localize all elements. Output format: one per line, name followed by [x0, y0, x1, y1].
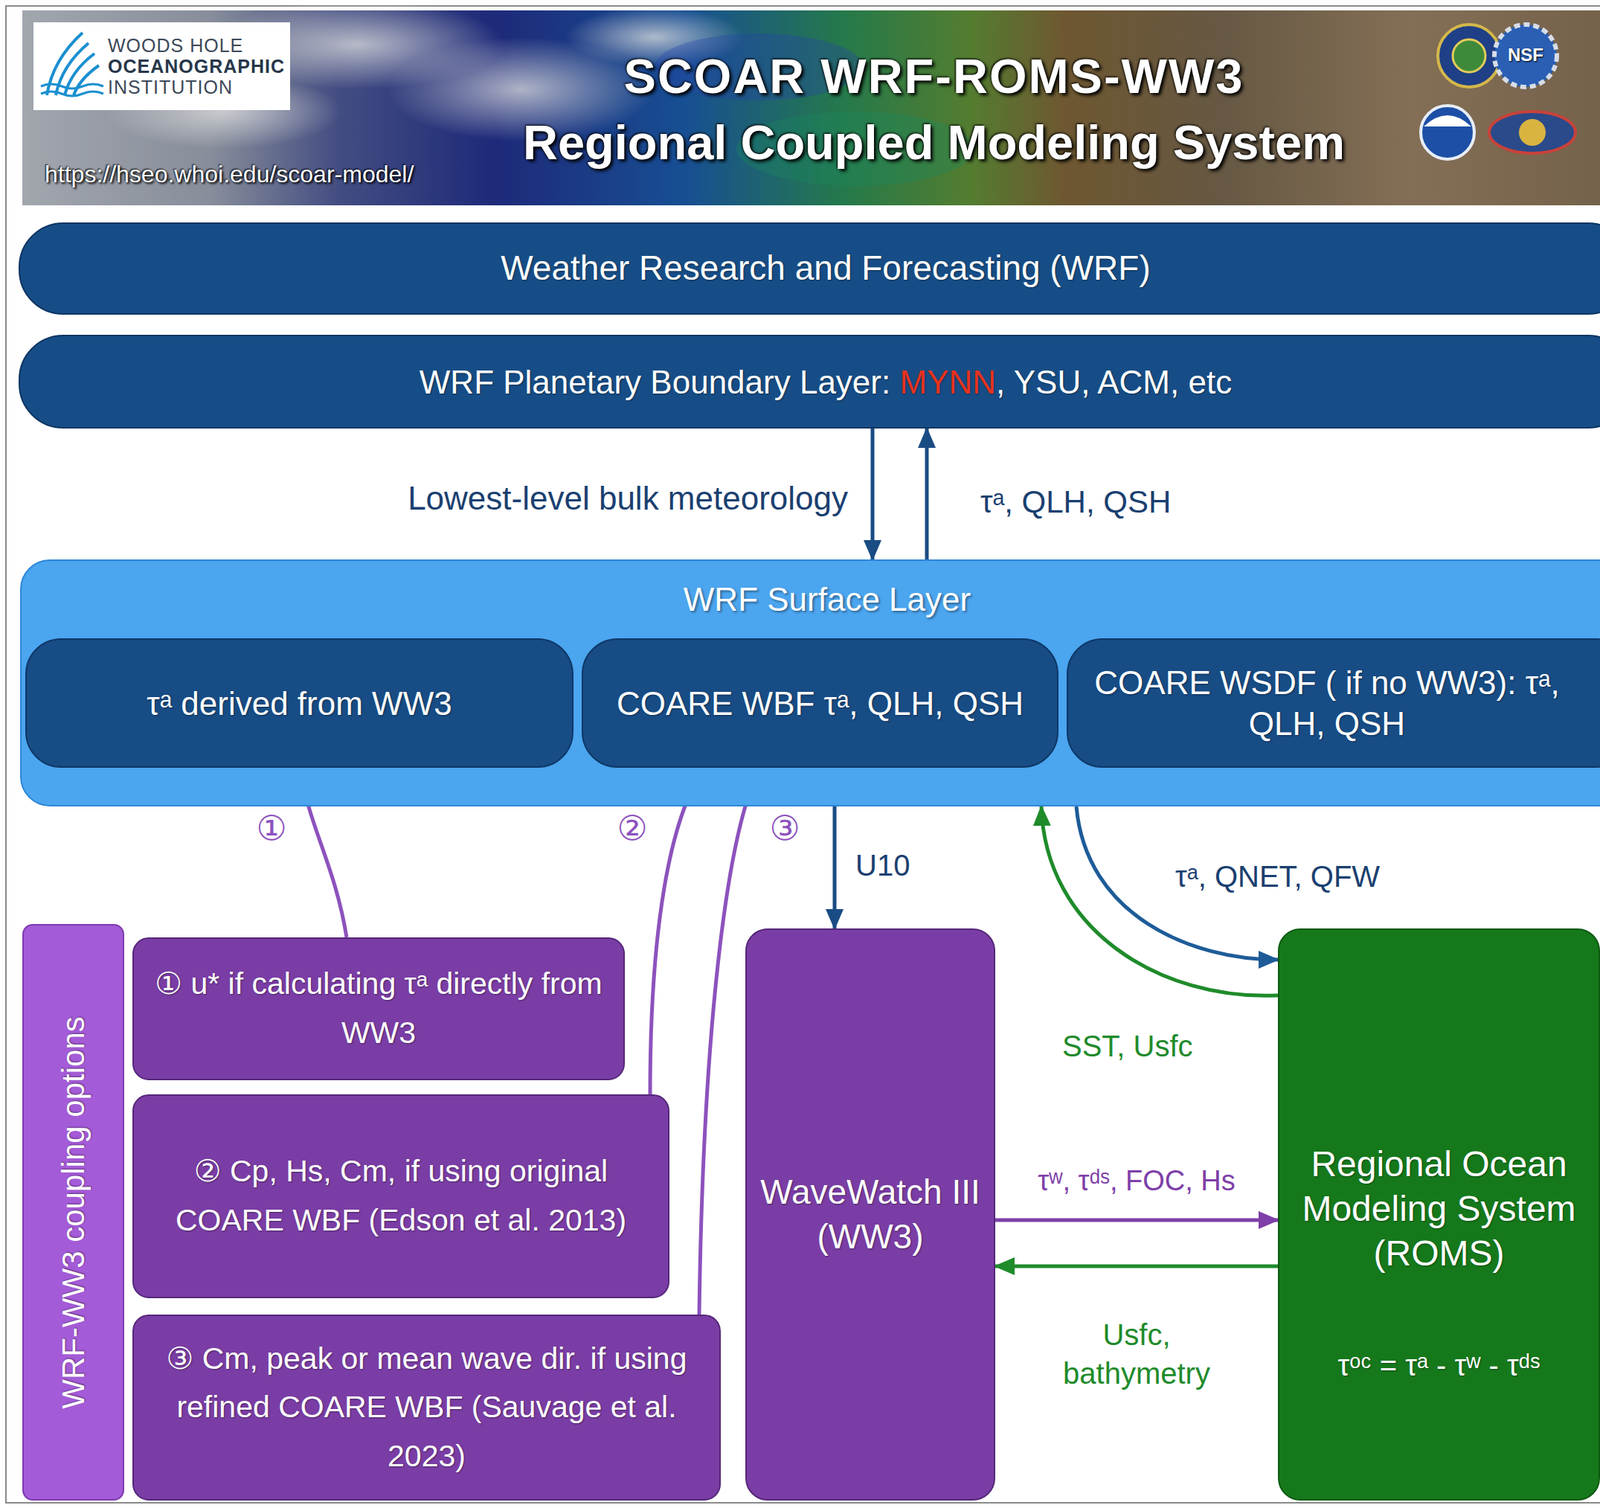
edge-label: SST, Usfc [1062, 1026, 1194, 1066]
satellite-banner [22, 10, 1600, 206]
node-text: WaveWatch III (WW3) [754, 1170, 987, 1260]
node-text: Weather Research and Forecasting (WRF) [34, 246, 1600, 291]
node-text: COARE WBF τᵃ, QLH, QSH [598, 682, 1043, 724]
connector [1041, 806, 1278, 996]
edge-label: ② [616, 806, 648, 851]
connector [925, 428, 930, 560]
node-text: COARE WSDF ( if no WW3): τᵃ, QLH, QSH [1083, 662, 1571, 744]
model-box: WaveWatch III (WW3) [745, 928, 996, 1501]
edge-label: τʷ, τᵈˢ, FOC, Hs [1037, 1162, 1236, 1200]
logo-text: NSF [1495, 45, 1556, 65]
logo-wave [40, 91, 104, 96]
text-line: WRF Planetary Boundary Layer:MYNN, YSU, … [42, 361, 1600, 403]
side-bar: WRF-WW3 coupling options [22, 923, 125, 1501]
logo-text: WOODS HOLE [107, 34, 285, 56]
node-text: , YSU, ACM, etc [996, 363, 1232, 401]
process-box: τᵃ derived from WW3 [25, 638, 574, 768]
agency-logo [1437, 24, 1501, 88]
connector [995, 1264, 1278, 1269]
banner-shade [22, 10, 1600, 206]
edge-label: τᵃ, QLH, QSH [980, 482, 1171, 523]
panel-title: WRF Surface Layer [683, 578, 971, 620]
node-text: WRF Planetary Boundary Layer: [419, 363, 891, 401]
node-text: Regional Ocean Modeling System (ROMS) [1288, 1141, 1590, 1276]
model-band: WRF Planetary Boundary Layer:MYNN, YSU, … [18, 334, 1600, 429]
agency-logo [1420, 105, 1475, 160]
edge-label: ① [255, 806, 287, 851]
logo-wave [40, 84, 104, 89]
logo-icon [36, 26, 105, 105]
url-text: https://hseo.whoi.edu/scoar-model/ [44, 161, 414, 188]
agency-logo [1489, 111, 1576, 154]
edge-label: τᵃ, QNET, QFW [1175, 856, 1380, 896]
agency-logo [1518, 119, 1546, 146]
formula-text: τᵒᶜ = τᵃ - τʷ - τᵈˢ [1288, 1346, 1590, 1384]
node-text: τᵃ derived from WW3 [41, 682, 558, 724]
node-text: ① u* if calculating τᵃ directly from WW3 [148, 959, 609, 1057]
connector [871, 428, 875, 560]
agency-logo [1494, 24, 1557, 88]
process-box: COARE WBF τᵃ, QLH, QSH [581, 638, 1059, 768]
connector [833, 806, 837, 929]
option-box: ① u* if calculating τᵃ directly from WW3 [132, 937, 625, 1081]
connector [650, 767, 705, 1095]
title-text: SCOAR WRF-ROMS-WW3 Regional Coupled Mode… [515, 43, 1353, 176]
edge-label: Usfc, bathymetry [1025, 1315, 1249, 1393]
agency-logo [1452, 39, 1486, 73]
logo-text: INSTITUTION [107, 76, 285, 98]
layer-panel: WRF Surface Layer τᵃ derived from WW3 COAR… [20, 559, 1600, 807]
connector [995, 1218, 1278, 1223]
node-text: ③ Cm, peak or mean wave dir. if using re… [148, 1334, 705, 1481]
highlight-text: MYNN [900, 363, 997, 401]
option-box: ② Cp, Hs, Cm, if using original COARE WB… [132, 1094, 670, 1299]
model-band: Weather Research and Forecasting (WRF) [18, 222, 1600, 315]
model-box: Regional Ocean Modeling System (ROMS) τᵒᶜ… [1277, 928, 1600, 1501]
node-text: ② Cp, Hs, Cm, if using original COARE WB… [148, 1147, 654, 1245]
vertical-text: WRF-WW3 coupling options [54, 1016, 92, 1409]
option-box: ③ Cm, peak or mean wave dir. if using re… [132, 1314, 721, 1501]
agency-logo [1423, 115, 1472, 127]
logo-box: WOODS HOLEOCEANOGRAPHICINSTITUTION [33, 22, 291, 111]
logo-text: OCEANOGRAPHIC [107, 55, 285, 77]
process-box: COARE WSDF ( if no WW3): τᵃ, QLH, QSH [1066, 638, 1600, 768]
edge-label: ③ [769, 806, 800, 851]
edge-label: U10 [855, 845, 910, 885]
edge-label: Lowest-level bulk meteorology [407, 476, 848, 520]
